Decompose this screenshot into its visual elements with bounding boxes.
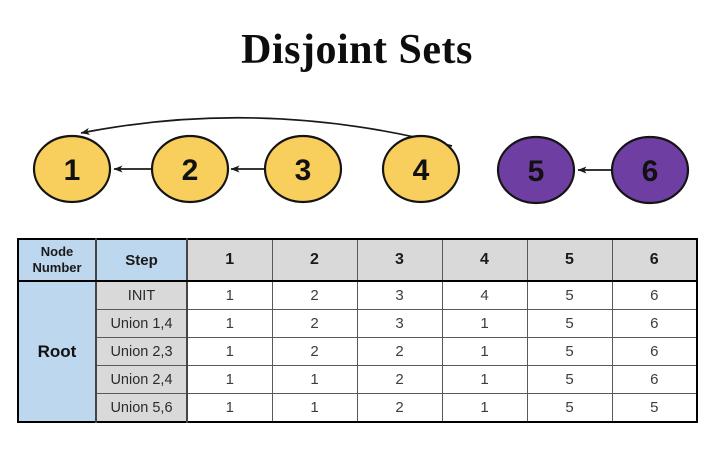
root-value: 1 (186, 393, 273, 423)
node-label-6: 6 (642, 155, 659, 188)
table-header-row: Node Number Step 1 2 3 4 5 6 (17, 238, 698, 282)
arrow-4-to-1 (80, 116, 453, 147)
corner-header: Node Number (17, 238, 97, 282)
step-label: Union 5,6 (95, 393, 188, 423)
node-label-2: 2 (182, 154, 199, 187)
root-value: 6 (611, 309, 698, 338)
node-label-4: 4 (413, 154, 430, 187)
root-value: 5 (611, 393, 698, 423)
node-header-5: 5 (526, 238, 613, 282)
root-value: 2 (271, 280, 358, 310)
root-value: 1 (441, 393, 528, 423)
step-header: Step (95, 238, 188, 282)
root-value: 5 (526, 309, 613, 338)
root-value: 1 (441, 309, 528, 338)
root-value: 1 (271, 393, 358, 423)
root-value: 1 (186, 280, 273, 310)
table-row-init: Root INIT 1 2 3 4 5 6 (17, 280, 698, 423)
step-label: Union 2,4 (95, 365, 188, 394)
root-value: 1 (186, 365, 273, 394)
node-circle-6: 6 (610, 135, 690, 205)
root-value: 5 (526, 337, 613, 366)
node-circle-1: 1 (32, 134, 112, 204)
root-value: 3 (356, 280, 443, 310)
node-label-1: 1 (64, 154, 81, 187)
node-label-3: 3 (295, 154, 312, 187)
root-value: 6 (611, 280, 698, 310)
disjoint-sets-diagram: 1 2 3 4 5 6 (32, 116, 690, 205)
table-row-union-5-6: Union 5,6 1 1 2 1 5 5 (18, 393, 698, 423)
node-circle-5: 5 (496, 135, 576, 205)
step-label: INIT (95, 280, 188, 310)
root-table: Node Number Step 1 2 3 4 5 6 Root INIT 1… (17, 238, 698, 423)
node-circle-3: 3 (263, 134, 343, 204)
root-value: 1 (186, 337, 273, 366)
node-header-4: 4 (441, 238, 528, 282)
node-header-3: 3 (356, 238, 443, 282)
node-circle-4: 4 (381, 134, 461, 204)
node-header-6: 6 (611, 238, 698, 282)
table-row-union-2-4: Union 2,4 1 1 2 1 5 6 (18, 365, 698, 394)
step-label: Union 1,4 (95, 309, 188, 338)
root-value: 1 (271, 365, 358, 394)
node-circle-2: 2 (150, 134, 230, 204)
node-label-5: 5 (528, 155, 545, 188)
root-value: 1 (441, 337, 528, 366)
root-value: 5 (526, 393, 613, 423)
root-value: 2 (356, 393, 443, 423)
root-value: 4 (441, 280, 528, 310)
table-row-union-2-3: Union 2,3 1 2 2 1 5 6 (18, 337, 698, 366)
root-value: 2 (356, 365, 443, 394)
root-value: 2 (356, 337, 443, 366)
page-title: Disjoint Sets (241, 27, 473, 73)
root-value: 1 (441, 365, 528, 394)
node-header-1: 1 (186, 238, 273, 282)
root-value: 6 (611, 365, 698, 394)
root-group-label: Root (17, 280, 97, 423)
step-label: Union 2,3 (95, 337, 188, 366)
root-value: 1 (186, 309, 273, 338)
root-value: 2 (271, 309, 358, 338)
root-value: 6 (611, 337, 698, 366)
node-header-2: 2 (271, 238, 358, 282)
root-value: 5 (526, 365, 613, 394)
root-value: 2 (271, 337, 358, 366)
table-row-union-1-4: Union 1,4 1 2 3 1 5 6 (18, 309, 698, 338)
root-value: 3 (356, 309, 443, 338)
root-value: 5 (526, 280, 613, 310)
